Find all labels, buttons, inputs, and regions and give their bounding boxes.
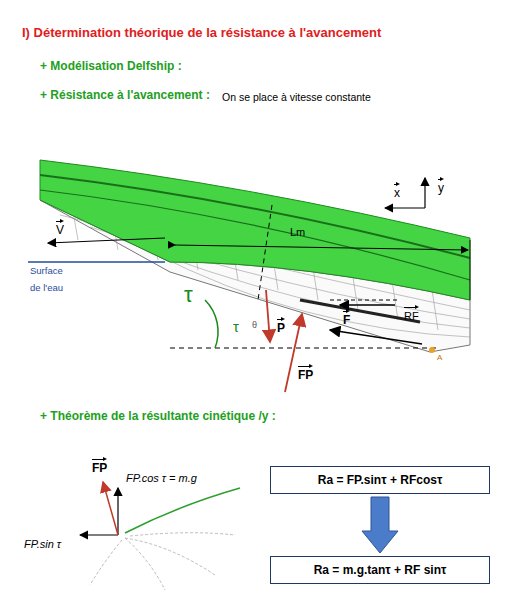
force-label: FP [92,458,107,476]
water-label-wrap: Surface [30,266,63,277]
force-label-wrap: FP [92,458,107,476]
note-wrap: On se place à vitesse constante [222,91,371,103]
velocity-label: V [56,220,64,238]
axis-label: y [438,178,444,196]
point-label: A [437,353,442,362]
equation-box: Ra = m.g.tanτ + RF sinτ [270,556,490,584]
angle-label-wrap: τ [233,318,239,335]
note: On se place à vitesse constante [222,91,371,103]
equation-label: FP.sin τ [24,538,61,550]
equation-label-wrap: FP.cos τ = m.g [126,472,197,485]
section-heading-wrap: + Modélisation Delfship : [40,60,182,74]
page-title: I) Détermination théorique de la résista… [22,26,381,41]
force-label: F [343,310,350,328]
equation-text: Ra = FP.sinτ + RFcosτ [318,473,443,487]
block-arrow [362,497,398,553]
section-heading-wrap: + Théorème de la résultante cinétique /y… [40,410,276,424]
axis-label: x [394,183,400,201]
angle-label: θ [252,320,257,330]
force-label-wrap: P [277,318,285,336]
water-label: de l'eau [30,282,63,293]
water-label-wrap: de l'eau [30,283,63,294]
section-heading: + Résistance à l'avancement : [40,88,210,102]
equation-label-wrap: FP.sin τ [24,538,61,551]
force-label-wrap: F [343,310,350,328]
angle-label: τ [184,282,193,307]
angle-label-wrap: θ [252,320,257,330]
angle-label: τ [233,318,239,335]
force-label: RF [404,306,419,323]
equation-label: FP.cos τ = m.g [126,472,197,484]
point-label-wrap: A [437,353,442,362]
section-heading: + Théorème de la résultante cinétique /y… [40,409,276,423]
section-heading: + Modélisation Delfship : [40,59,182,73]
velocity-label-wrap: V [56,220,64,238]
force-label-wrap: RF [404,306,419,323]
length-label: Lm [290,226,305,238]
axis-label-wrap: x [394,183,400,201]
force-label-wrap: FP [298,365,313,383]
force-label: P [277,318,285,336]
axis-label-wrap: y [438,178,444,196]
length-label-wrap: Lm [290,226,305,239]
section-heading-wrap: + Résistance à l'avancement : [40,89,210,103]
equation-box: Ra = FP.sinτ + RFcosτ [270,466,490,494]
equation-text: Ra = m.g.tanτ + RF sinτ [314,563,447,577]
angle-label-wrap: τ [184,282,193,307]
water-label: Surface [30,265,63,276]
force-label: FP [298,365,313,383]
